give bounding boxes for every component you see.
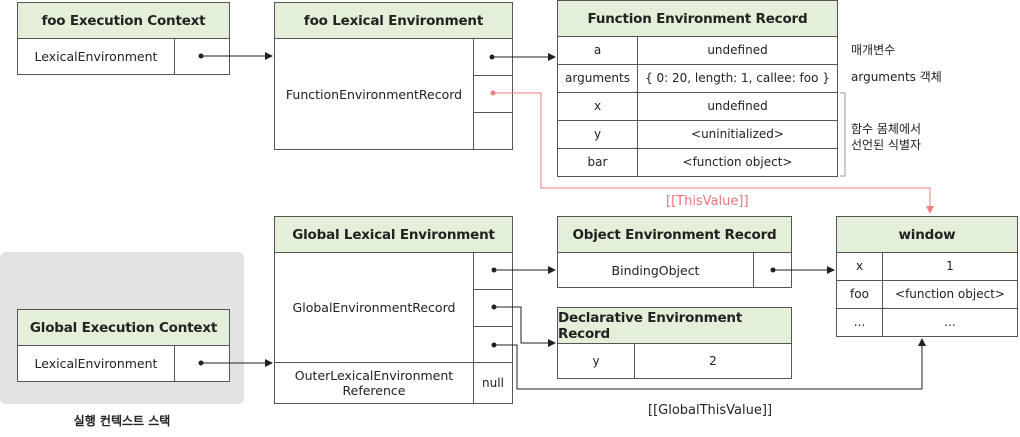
execution-context-stack-label: 실행 컨텍스트 스택	[73, 414, 171, 428]
outer-reference-line1: OuterLexicalEnvironment	[294, 368, 454, 383]
declarative-environment-record-title: Declarative Environment Record	[557, 307, 792, 344]
outer-reference-null: null	[473, 362, 513, 404]
note-arguments-object: arguments 객체	[851, 70, 942, 84]
note-parameters: 매개변수	[851, 43, 896, 57]
func-rec-name-arguments: arguments	[557, 64, 638, 93]
this-value-label: [[ThisValue]]	[666, 194, 749, 209]
window-value-foo: <function object>	[882, 280, 1018, 309]
outer-lexical-environment-reference: OuterLexicalEnvironment Reference	[274, 362, 474, 404]
window-value-x: 1	[882, 252, 1018, 281]
outer-reference-line2: Reference	[342, 383, 406, 398]
window-name-ellipsis: ...	[836, 308, 883, 337]
function-environment-record-title: Function Environment Record	[557, 0, 838, 37]
global-ec-lexical-environment: LexicalEnvironment	[17, 345, 175, 382]
binding-object-label: BindingObject	[557, 252, 754, 288]
object-environment-record-title: Object Environment Record	[557, 216, 792, 253]
body-identifiers-bracket	[840, 92, 846, 177]
foo-lex-outer-pointer	[473, 112, 513, 150]
decl-rec-name-y: y	[557, 343, 635, 379]
func-rec-name-x: x	[557, 92, 638, 121]
window-title: window	[836, 216, 1018, 253]
func-rec-name-bar: bar	[557, 148, 638, 177]
func-rec-value-bar: <function object>	[637, 148, 838, 177]
global-this-value-arrow	[494, 338, 926, 390]
this-value-arrow	[493, 92, 934, 214]
global-environment-record-label: GlobalEnvironmentRecord	[274, 252, 474, 363]
function-environment-record-label: FunctionEnvironmentRecord	[274, 38, 474, 150]
global-this-value-label: [[GlobalThisValue]]	[648, 403, 773, 418]
foo-ec-lexical-environment: LexicalEnvironment	[17, 38, 175, 75]
func-rec-value-y: <uninitialized>	[637, 120, 838, 149]
global-lexical-environment-title: Global Lexical Environment	[274, 216, 513, 253]
note-body-identifiers-line1: 함수 몸체에서	[851, 122, 922, 136]
decl-rec-value-y: 2	[634, 343, 792, 379]
window-value-ellipsis: ...	[882, 308, 1018, 337]
global-execution-context-title: Global Execution Context	[17, 309, 230, 346]
note-body-identifiers-line2: 선언된 식별자	[851, 138, 922, 152]
func-rec-name-a: a	[557, 36, 638, 65]
global-lex-to-declarative-rec-arrow	[494, 306, 556, 347]
foo-lexical-environment-title: foo Lexical Environment	[274, 2, 513, 39]
